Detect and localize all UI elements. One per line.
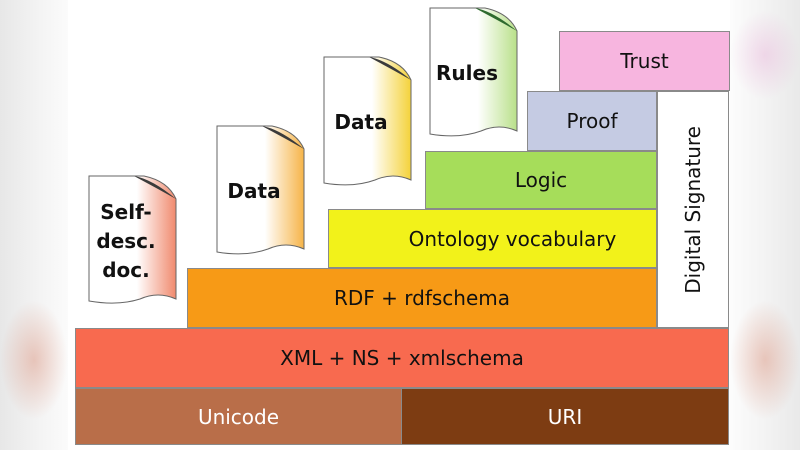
layer-ontology-label: Ontology vocabulary bbox=[408, 226, 617, 251]
doc-self-described-label: Self- desc. doc. bbox=[96, 199, 156, 282]
layer-proof: Proof bbox=[527, 91, 657, 151]
layer-logic-label: Logic bbox=[514, 168, 568, 192]
doc-data-2: Data bbox=[323, 56, 413, 189]
doc-self-described: Self- desc. doc. bbox=[88, 175, 178, 307]
layer-trust: Trust bbox=[559, 31, 730, 91]
layer-uri-label: URI bbox=[547, 404, 583, 429]
doc-data-1-shape bbox=[216, 125, 305, 255]
doc-data-1-label: Data bbox=[227, 179, 281, 203]
layer-xml-label: XML + NS + xmlschema bbox=[280, 346, 524, 370]
doc-data-2-shape bbox=[323, 56, 412, 186]
layer-unicode: Unicode bbox=[75, 388, 402, 445]
layer-uri: URI bbox=[401, 388, 729, 445]
layer-ontology: Ontology vocabulary bbox=[328, 209, 657, 268]
layer-logic: Logic bbox=[425, 151, 657, 209]
layer-xml: XML + NS + xmlschema bbox=[75, 328, 729, 388]
doc-rules: Rules bbox=[429, 7, 519, 140]
layer-unicode-label: Unicode bbox=[197, 404, 280, 429]
doc-self-described-shape bbox=[88, 175, 177, 304]
layer-proof-label: Proof bbox=[566, 109, 618, 133]
doc-rules-shape bbox=[429, 7, 518, 137]
left-background-edge bbox=[0, 0, 68, 450]
layer-trust-label: Trust bbox=[620, 49, 669, 73]
doc-rules-label: Rules bbox=[436, 61, 498, 85]
doc-data-2-label: Data bbox=[334, 110, 388, 134]
layer-rdf: RDF + rdfschema bbox=[187, 268, 657, 328]
layer-digital-signature: Digital Signature bbox=[657, 91, 729, 328]
layer-rdf-label: RDF + rdfschema bbox=[333, 286, 510, 310]
right-background-edge bbox=[730, 0, 800, 450]
doc-data-1: Data bbox=[216, 125, 306, 258]
layer-digital-signature-label: Digital Signature bbox=[681, 125, 705, 294]
